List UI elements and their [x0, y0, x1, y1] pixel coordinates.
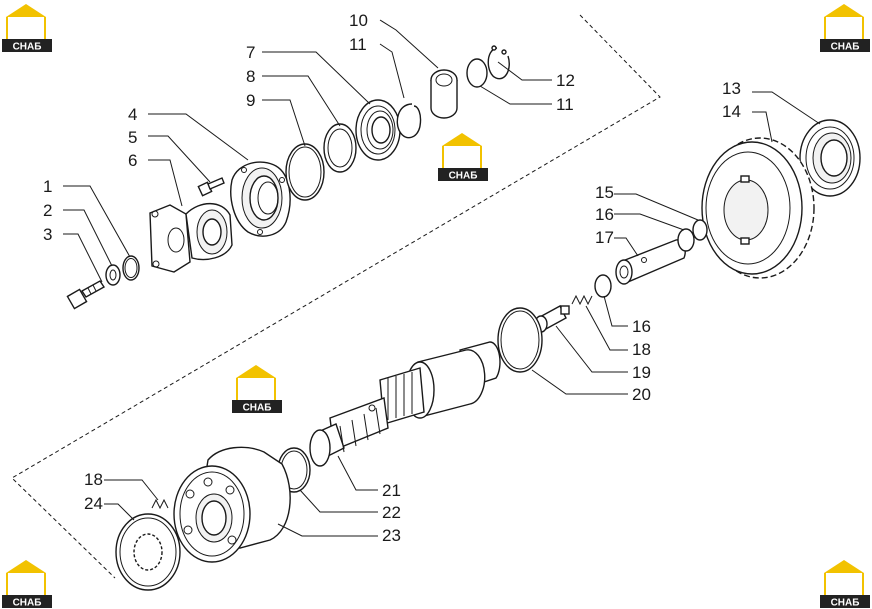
callout-16a: 16 — [595, 205, 614, 224]
callout-12: 12 — [556, 71, 575, 90]
o-ring-16b-part — [594, 274, 612, 298]
callout-4: 4 — [128, 105, 137, 124]
pin-17-part — [615, 239, 686, 285]
bearing-cover-part — [230, 161, 291, 237]
logo-bottom-right — [820, 560, 870, 609]
callout-3: 3 — [43, 225, 52, 244]
friction-disc-part — [115, 513, 181, 591]
callout-9: 9 — [246, 91, 255, 110]
spring-18b-part — [151, 498, 169, 510]
bearing-13-part — [799, 119, 861, 197]
callout-14: 14 — [722, 102, 741, 121]
leader-lines — [63, 19, 821, 537]
callout-6: 6 — [128, 151, 137, 170]
callout-18a: 18 — [632, 340, 651, 359]
flat-washer-part — [105, 264, 121, 286]
callout-20: 20 — [632, 385, 651, 404]
dashed-assembly-boundary — [11, 14, 661, 579]
callout-5: 5 — [128, 128, 137, 147]
circlip-12-part — [487, 47, 510, 80]
callout-21: 21 — [382, 481, 401, 500]
callout-16b: 16 — [632, 317, 651, 336]
snap-ring-15-part — [692, 219, 708, 241]
callout-11a: 11 — [349, 35, 367, 54]
callout-13: 13 — [722, 79, 741, 98]
callout-23: 23 — [382, 526, 401, 545]
logo-top-right — [820, 4, 870, 53]
snap-ring-11-part — [396, 103, 422, 139]
callout-18b: 18 — [84, 470, 103, 489]
logo-center-left — [232, 365, 282, 414]
small-bolt-part — [197, 177, 225, 197]
seal-ring-part — [323, 123, 357, 173]
o-ring-9-part — [285, 143, 325, 201]
callout-1: 1 — [43, 177, 52, 196]
o-ring-small-part — [122, 255, 140, 281]
bolt-part — [66, 280, 106, 310]
snap-ring-11b-part — [466, 58, 488, 88]
callout-labels: 1 2 3 4 5 6 7 8 9 10 11 12 11 13 14 15 1… — [43, 11, 741, 545]
sleeve-part — [430, 69, 458, 119]
yoke-flange-part — [149, 202, 233, 273]
logo-center-top — [438, 133, 488, 182]
callout-7: 7 — [246, 43, 255, 62]
o-ring-20-part — [497, 307, 543, 373]
clutch-hub-part — [173, 446, 291, 563]
logo-bottom-left — [2, 560, 52, 609]
callout-8: 8 — [246, 67, 255, 86]
callout-2: 2 — [43, 201, 52, 220]
callout-19: 19 — [632, 363, 651, 382]
callout-15: 15 — [595, 183, 614, 202]
spring-18-part — [571, 294, 593, 306]
gear-14-part — [701, 137, 815, 279]
splined-shaft-part — [309, 341, 501, 467]
callout-24: 24 — [84, 494, 103, 513]
callout-17: 17 — [595, 228, 614, 247]
bearing-7-part — [355, 99, 401, 161]
callout-11b: 11 — [556, 95, 574, 114]
o-ring-16a-part — [677, 228, 695, 252]
logo-top-left — [2, 4, 52, 53]
callout-10: 10 — [349, 11, 368, 30]
callout-22: 22 — [382, 503, 401, 522]
